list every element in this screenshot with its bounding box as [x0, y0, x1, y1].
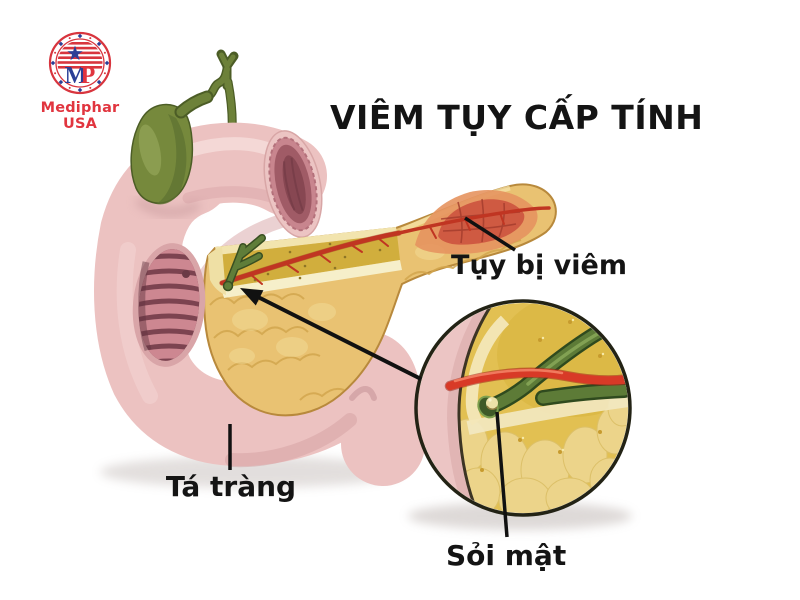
monogram-letter-m: M [65, 63, 88, 89]
brand-emblem: M P [48, 31, 112, 95]
emblem-star [67, 45, 83, 61]
inset-seed-dots [480, 318, 605, 472]
pancreatic-duct [222, 234, 266, 292]
pointer-gallstone [495, 411, 509, 538]
gallstone [477, 395, 499, 419]
papilla-dot [182, 270, 190, 278]
label-duodenum: Tá tràng [165, 470, 297, 503]
magnifier-inset [414, 299, 632, 517]
inset-bile-duct [481, 320, 628, 415]
brand-logo: M P Mediphar USA [28, 28, 132, 132]
emblem-ring-marks [50, 33, 110, 93]
pancreas [203, 183, 557, 417]
inset-vessel [444, 367, 628, 392]
gallbladder [130, 90, 214, 205]
duodenum-window [132, 243, 206, 367]
pointer-lines [228, 216, 516, 538]
diagram-title: VIÊM TỤY CẤP TÍNH [330, 98, 704, 137]
inset-border [414, 299, 632, 517]
brand-name: Mediphar USA [40, 100, 120, 132]
pointer-inflamed [464, 216, 516, 252]
magnifier-arrow [240, 288, 422, 381]
label-gallstone: Sỏi mật [446, 539, 567, 572]
duodenum-cut-opening [263, 130, 323, 238]
label-inflamed-pancreas: Tụy bị viêm [451, 250, 627, 281]
pancreas-highlights [229, 244, 445, 364]
splenic-vessel [219, 206, 551, 286]
monogram-letter-p: P [81, 63, 96, 89]
